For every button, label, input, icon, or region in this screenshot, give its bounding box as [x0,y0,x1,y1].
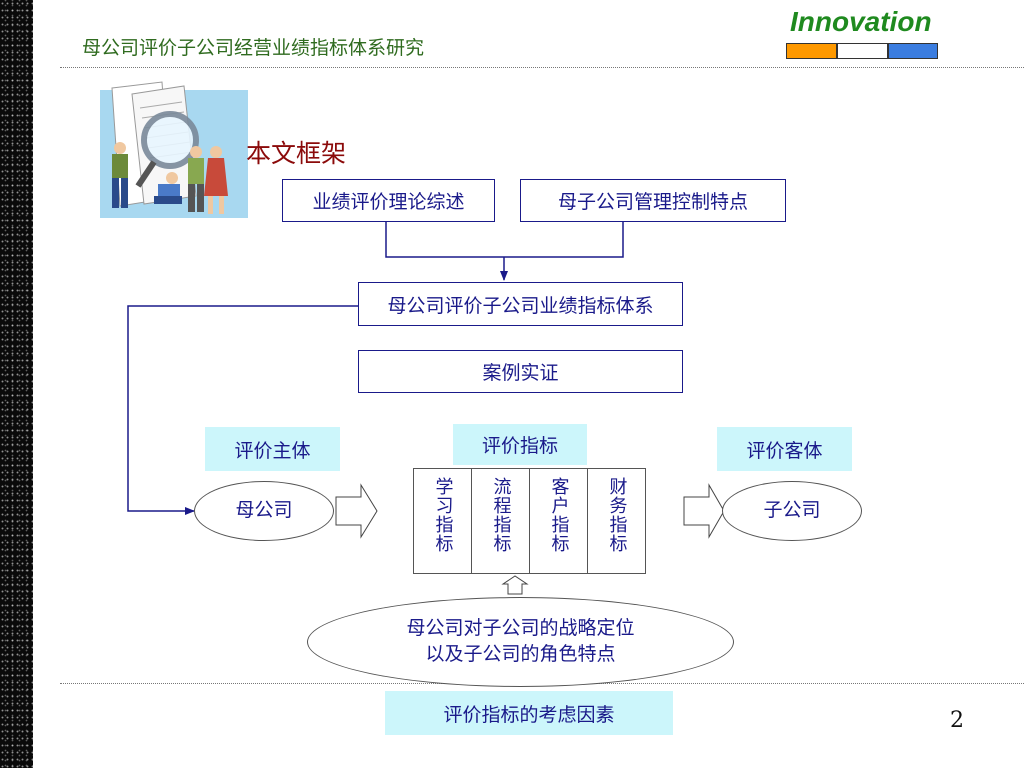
theory-review-box: 业绩评价理论综述 [282,179,495,222]
brand-bar-white [837,43,888,59]
indicator-customer-text: 客户指标 [548,477,570,553]
evaluation-indicators-label: 评价指标 [453,424,587,465]
merge-connector [385,222,624,258]
indicator-col-learning: 学习指标 [414,469,472,573]
indicator-finance-text: 财务指标 [606,477,628,553]
block-arrow-left [335,483,378,539]
evaluation-subject-label: 评价主体 [205,427,340,471]
section-title: 本文框架 [246,139,347,168]
parent-company-node: 母公司 [194,481,334,541]
brand-bar-orange [786,43,837,59]
research-people-clipart-icon [100,81,248,218]
indicator-factors-label: 评价指标的考虑因素 [385,691,673,735]
indicator-system-box: 母公司评价子公司业绩指标体系 [358,282,683,326]
subsidiary-node: 子公司 [722,481,862,541]
slide-title: 母公司评价子公司经营业绩指标体系研究 [82,37,425,59]
left-decorative-strip [0,0,33,768]
case-study-box: 案例实证 [358,350,683,393]
block-arrow-right [683,483,725,539]
control-features-box: 母子公司管理控制特点 [520,179,786,222]
indicator-process-text: 流程指标 [490,477,512,553]
evaluation-object-label: 评价客体 [717,427,852,471]
strategy-ellipse: 母公司对子公司的战略定位 以及子公司的角色特点 [307,597,734,687]
strategy-line-1: 母公司对子公司的战略定位 [406,617,635,640]
block-arrow-up [501,575,529,595]
strategy-line-2: 以及子公司的角色特点 [425,643,616,665]
indicator-col-customer: 客户指标 [530,469,588,573]
indicator-learning-text: 学习指标 [432,477,454,553]
page-number: 2 [950,708,964,733]
indicator-table: 学习指标 流程指标 客户指标 财务指标 [413,468,646,574]
brand-bar-blue [888,43,938,59]
loop-arrow-to-parent [127,305,358,515]
header-divider [60,67,1024,68]
indicator-col-finance: 财务指标 [588,469,645,573]
indicator-col-process: 流程指标 [472,469,530,573]
brand-logo-text: Innovation [790,6,932,37]
